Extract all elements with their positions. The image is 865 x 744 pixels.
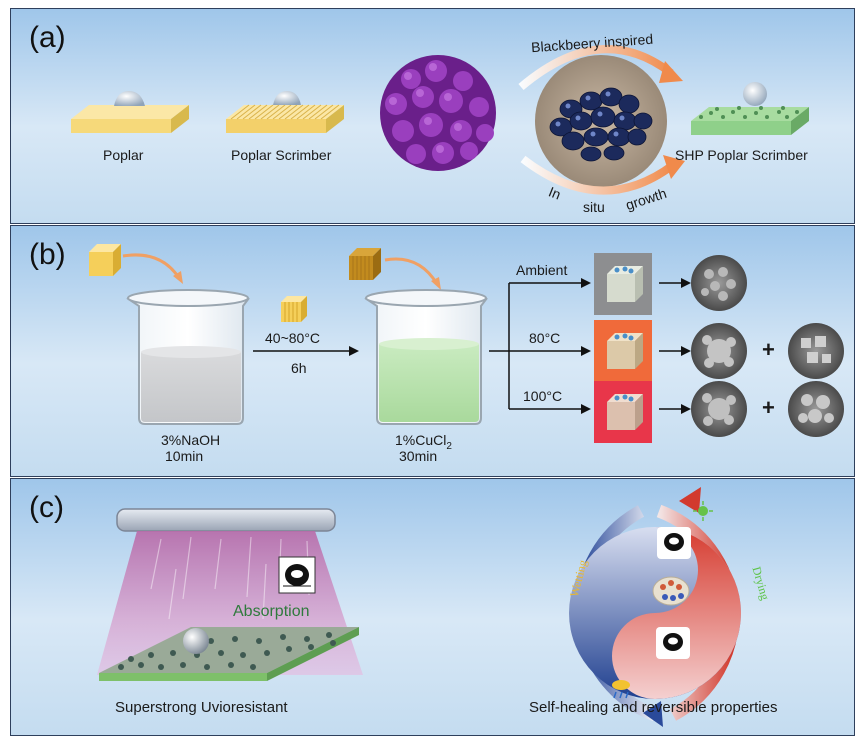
sem-100c-a xyxy=(691,381,747,437)
sample-100c xyxy=(594,381,652,443)
panel-c: (c) xyxy=(10,478,855,736)
cube-2-arrow xyxy=(384,257,439,285)
blackberry-particle xyxy=(380,55,496,171)
panel-c-label: (c) xyxy=(29,491,64,524)
yin-yang xyxy=(569,527,741,699)
panel-b: (b) xyxy=(10,225,855,477)
shp-block xyxy=(691,82,809,135)
lower-arc-arrow xyxy=(520,155,676,195)
wetting-arrowhead xyxy=(643,701,663,727)
beaker-naoh xyxy=(126,289,250,425)
heal-caption: Self-healing and reversible properties xyxy=(529,699,778,716)
water-droplet xyxy=(183,628,209,654)
upper-arc-arrow xyxy=(518,45,674,91)
beaker-cucl2 xyxy=(364,289,488,425)
wood-cube-mid xyxy=(281,296,307,322)
droplet-top-inset xyxy=(657,527,691,559)
panel-a-graphics xyxy=(71,45,809,195)
shp-poplar-scrimber-label: SHP Poplar Scrimber xyxy=(675,147,808,163)
sem-100c-b xyxy=(788,381,844,437)
uv-caption: Superstrong Uvioresistant xyxy=(115,699,288,716)
sample-ambient xyxy=(594,253,652,315)
uv-rays xyxy=(150,536,310,620)
panel-c-graphics xyxy=(97,487,741,727)
panel-a: (a) xyxy=(10,8,855,224)
blackberry-photo xyxy=(535,55,667,187)
wood-cube-2 xyxy=(349,248,381,280)
drying-arrowhead xyxy=(679,487,701,513)
poplar-scrimber-block xyxy=(226,91,344,133)
temp-range-label: 40~80°C xyxy=(265,330,321,346)
lower-arc-arrowhead xyxy=(663,155,685,179)
wood-cube-1 xyxy=(89,244,121,276)
poplar-block xyxy=(71,91,189,133)
uv-lamp xyxy=(116,508,336,532)
sem-arrows xyxy=(659,282,681,410)
ambient-label: Ambient xyxy=(516,262,568,278)
panel-b-label: (b) xyxy=(29,238,66,271)
sample-80c xyxy=(594,320,652,382)
branch-arrows xyxy=(489,282,581,410)
poplar-label: Poplar xyxy=(103,147,144,163)
plus-100c: + xyxy=(762,395,775,420)
sun-icon xyxy=(693,501,713,521)
temp-100c-label: 100°C xyxy=(523,388,563,404)
temp-80c-label: 80°C xyxy=(529,330,561,346)
cucl2-time-label: 30min xyxy=(399,448,438,464)
naoh-time-label: 10min xyxy=(165,448,204,464)
cucl2-label: 1%CuCl2 xyxy=(395,432,452,452)
rain-icon xyxy=(612,680,630,699)
cube-1-arrow xyxy=(122,253,181,279)
droplet-bottom-inset xyxy=(656,627,690,659)
absorption-label: Absorption xyxy=(233,603,310,620)
sem-80c-a xyxy=(691,323,747,379)
poplar-scrimber-label: Poplar Scrimber xyxy=(231,147,332,163)
naoh-label: 3%NaOH xyxy=(161,432,221,448)
upper-arc-arrowhead xyxy=(659,61,683,83)
sem-ambient xyxy=(691,255,747,311)
situ-label: situ xyxy=(583,199,605,215)
time-6h-label: 6h xyxy=(291,360,307,376)
center-structure xyxy=(652,576,690,606)
panel-a-label: (a) xyxy=(29,21,66,54)
sem-80c-b xyxy=(788,323,844,379)
panel-b-graphics xyxy=(89,244,844,443)
contact-angle-inset xyxy=(278,556,316,594)
plus-80c: + xyxy=(762,337,775,362)
